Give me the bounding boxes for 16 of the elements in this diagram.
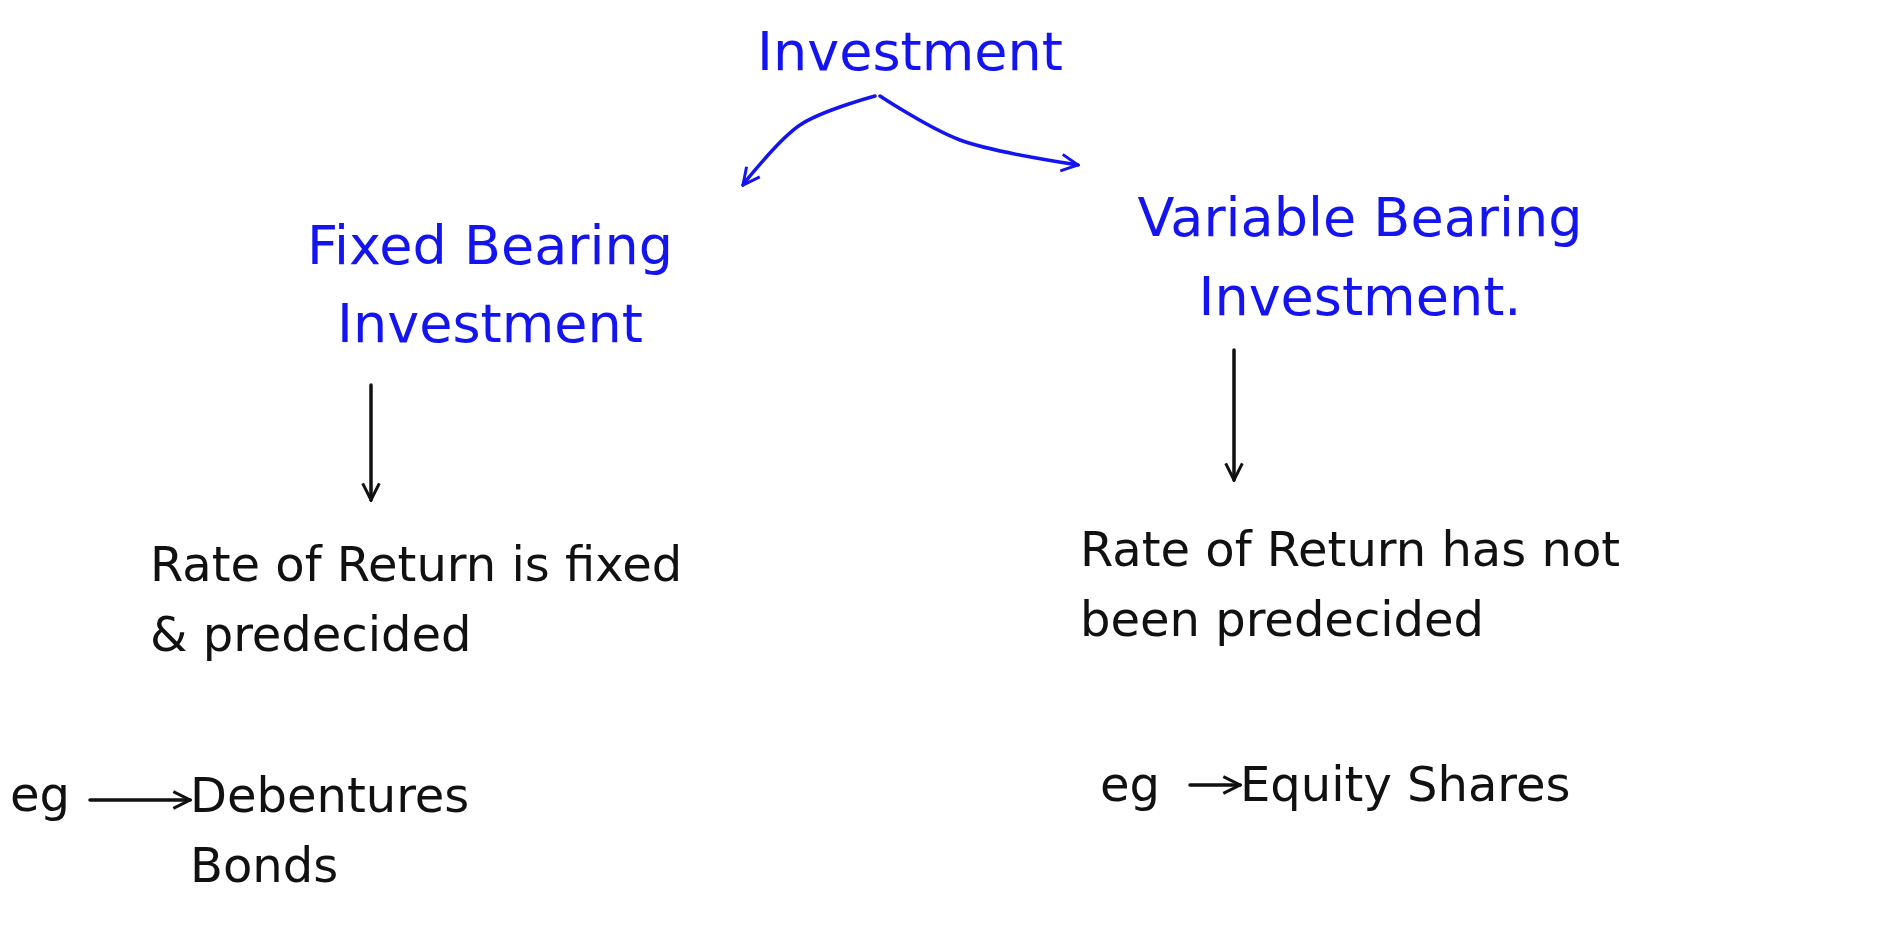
node-text: Bonds: [190, 836, 340, 895]
node-text: eg: [1100, 755, 1161, 815]
node-text: Fixed Bearing Investment: [305, 212, 675, 357]
node-text: Equity Shares: [1240, 755, 1572, 815]
node-text: Investment: [756, 18, 1064, 85]
arrow: [361, 383, 381, 502]
node-text: eg: [10, 765, 71, 825]
arrow: [1188, 775, 1242, 795]
node-text: Rate of Return has not been predecided: [1080, 520, 1622, 649]
node-text: Debentures: [190, 766, 471, 826]
arrow: [741, 94, 877, 187]
arrow: [1224, 348, 1244, 482]
arrow: [878, 94, 1080, 173]
node-text: Rate of Return is fixed & predecided: [150, 535, 684, 664]
node-text: Variable Bearing Investment.: [1136, 185, 1584, 330]
arrow: [88, 790, 192, 810]
